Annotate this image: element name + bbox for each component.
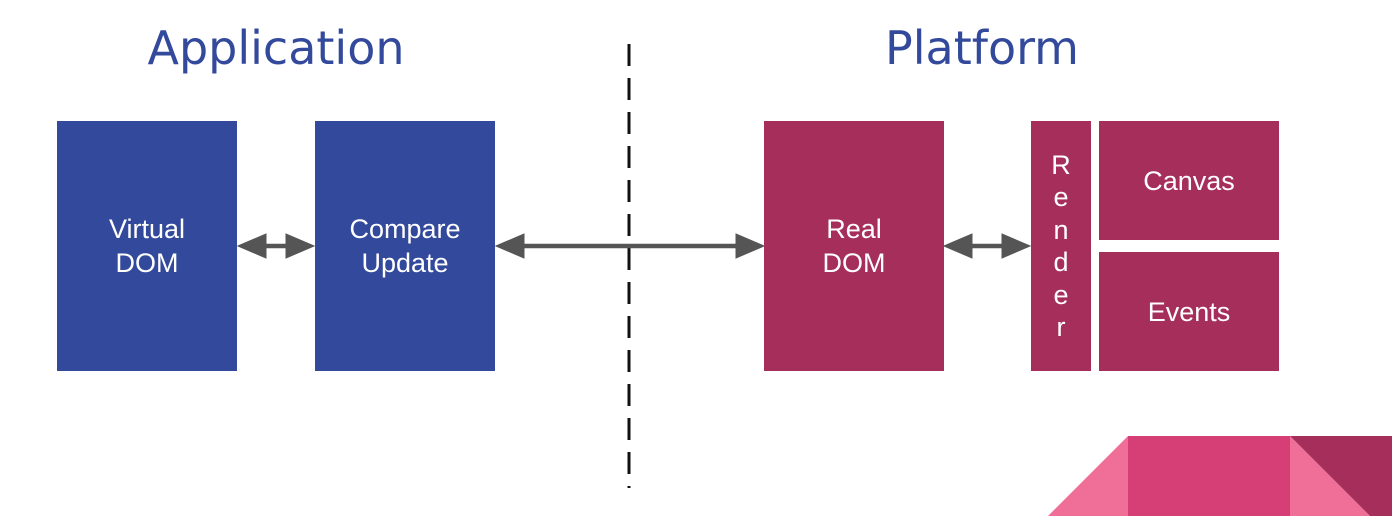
real-dom-box: Real DOM (764, 121, 944, 371)
arrow-realdom-render (942, 233, 1032, 259)
render-char: e (1053, 279, 1069, 310)
events-label: Events (1147, 296, 1231, 327)
events-box: Events (1099, 252, 1279, 371)
virtual-dom-label-line2: DOM (115, 248, 179, 278)
render-box: R e n d e r (1031, 121, 1091, 371)
canvas-label: Canvas (1143, 165, 1235, 196)
real-dom-label-line1: Real (826, 214, 882, 244)
virtual-dom-box: Virtual DOM (57, 121, 237, 371)
compare-update-label-line1: Compare (349, 214, 461, 244)
compare-update-box: Compare Update (315, 121, 495, 371)
arrow-vdom-compare (236, 233, 316, 259)
platform-heading: Platform (885, 21, 1079, 75)
render-char: d (1053, 247, 1069, 277)
corner-decoration-mid (1128, 436, 1290, 516)
render-char: n (1053, 214, 1069, 245)
arrow-compare-realdom (494, 233, 766, 259)
corner-decoration-light-left (1048, 436, 1128, 516)
compare-update-label-line2: Update (361, 248, 449, 278)
render-char: R (1051, 149, 1071, 180)
canvas-box: Canvas (1099, 121, 1279, 240)
corner-decoration-dark (1290, 436, 1392, 516)
render-char: e (1053, 182, 1069, 212)
real-dom-label-line2: DOM (822, 248, 886, 278)
render-char: r (1056, 312, 1066, 342)
virtual-dom-label-line1: Virtual (108, 214, 186, 244)
application-heading: Application (147, 21, 405, 75)
